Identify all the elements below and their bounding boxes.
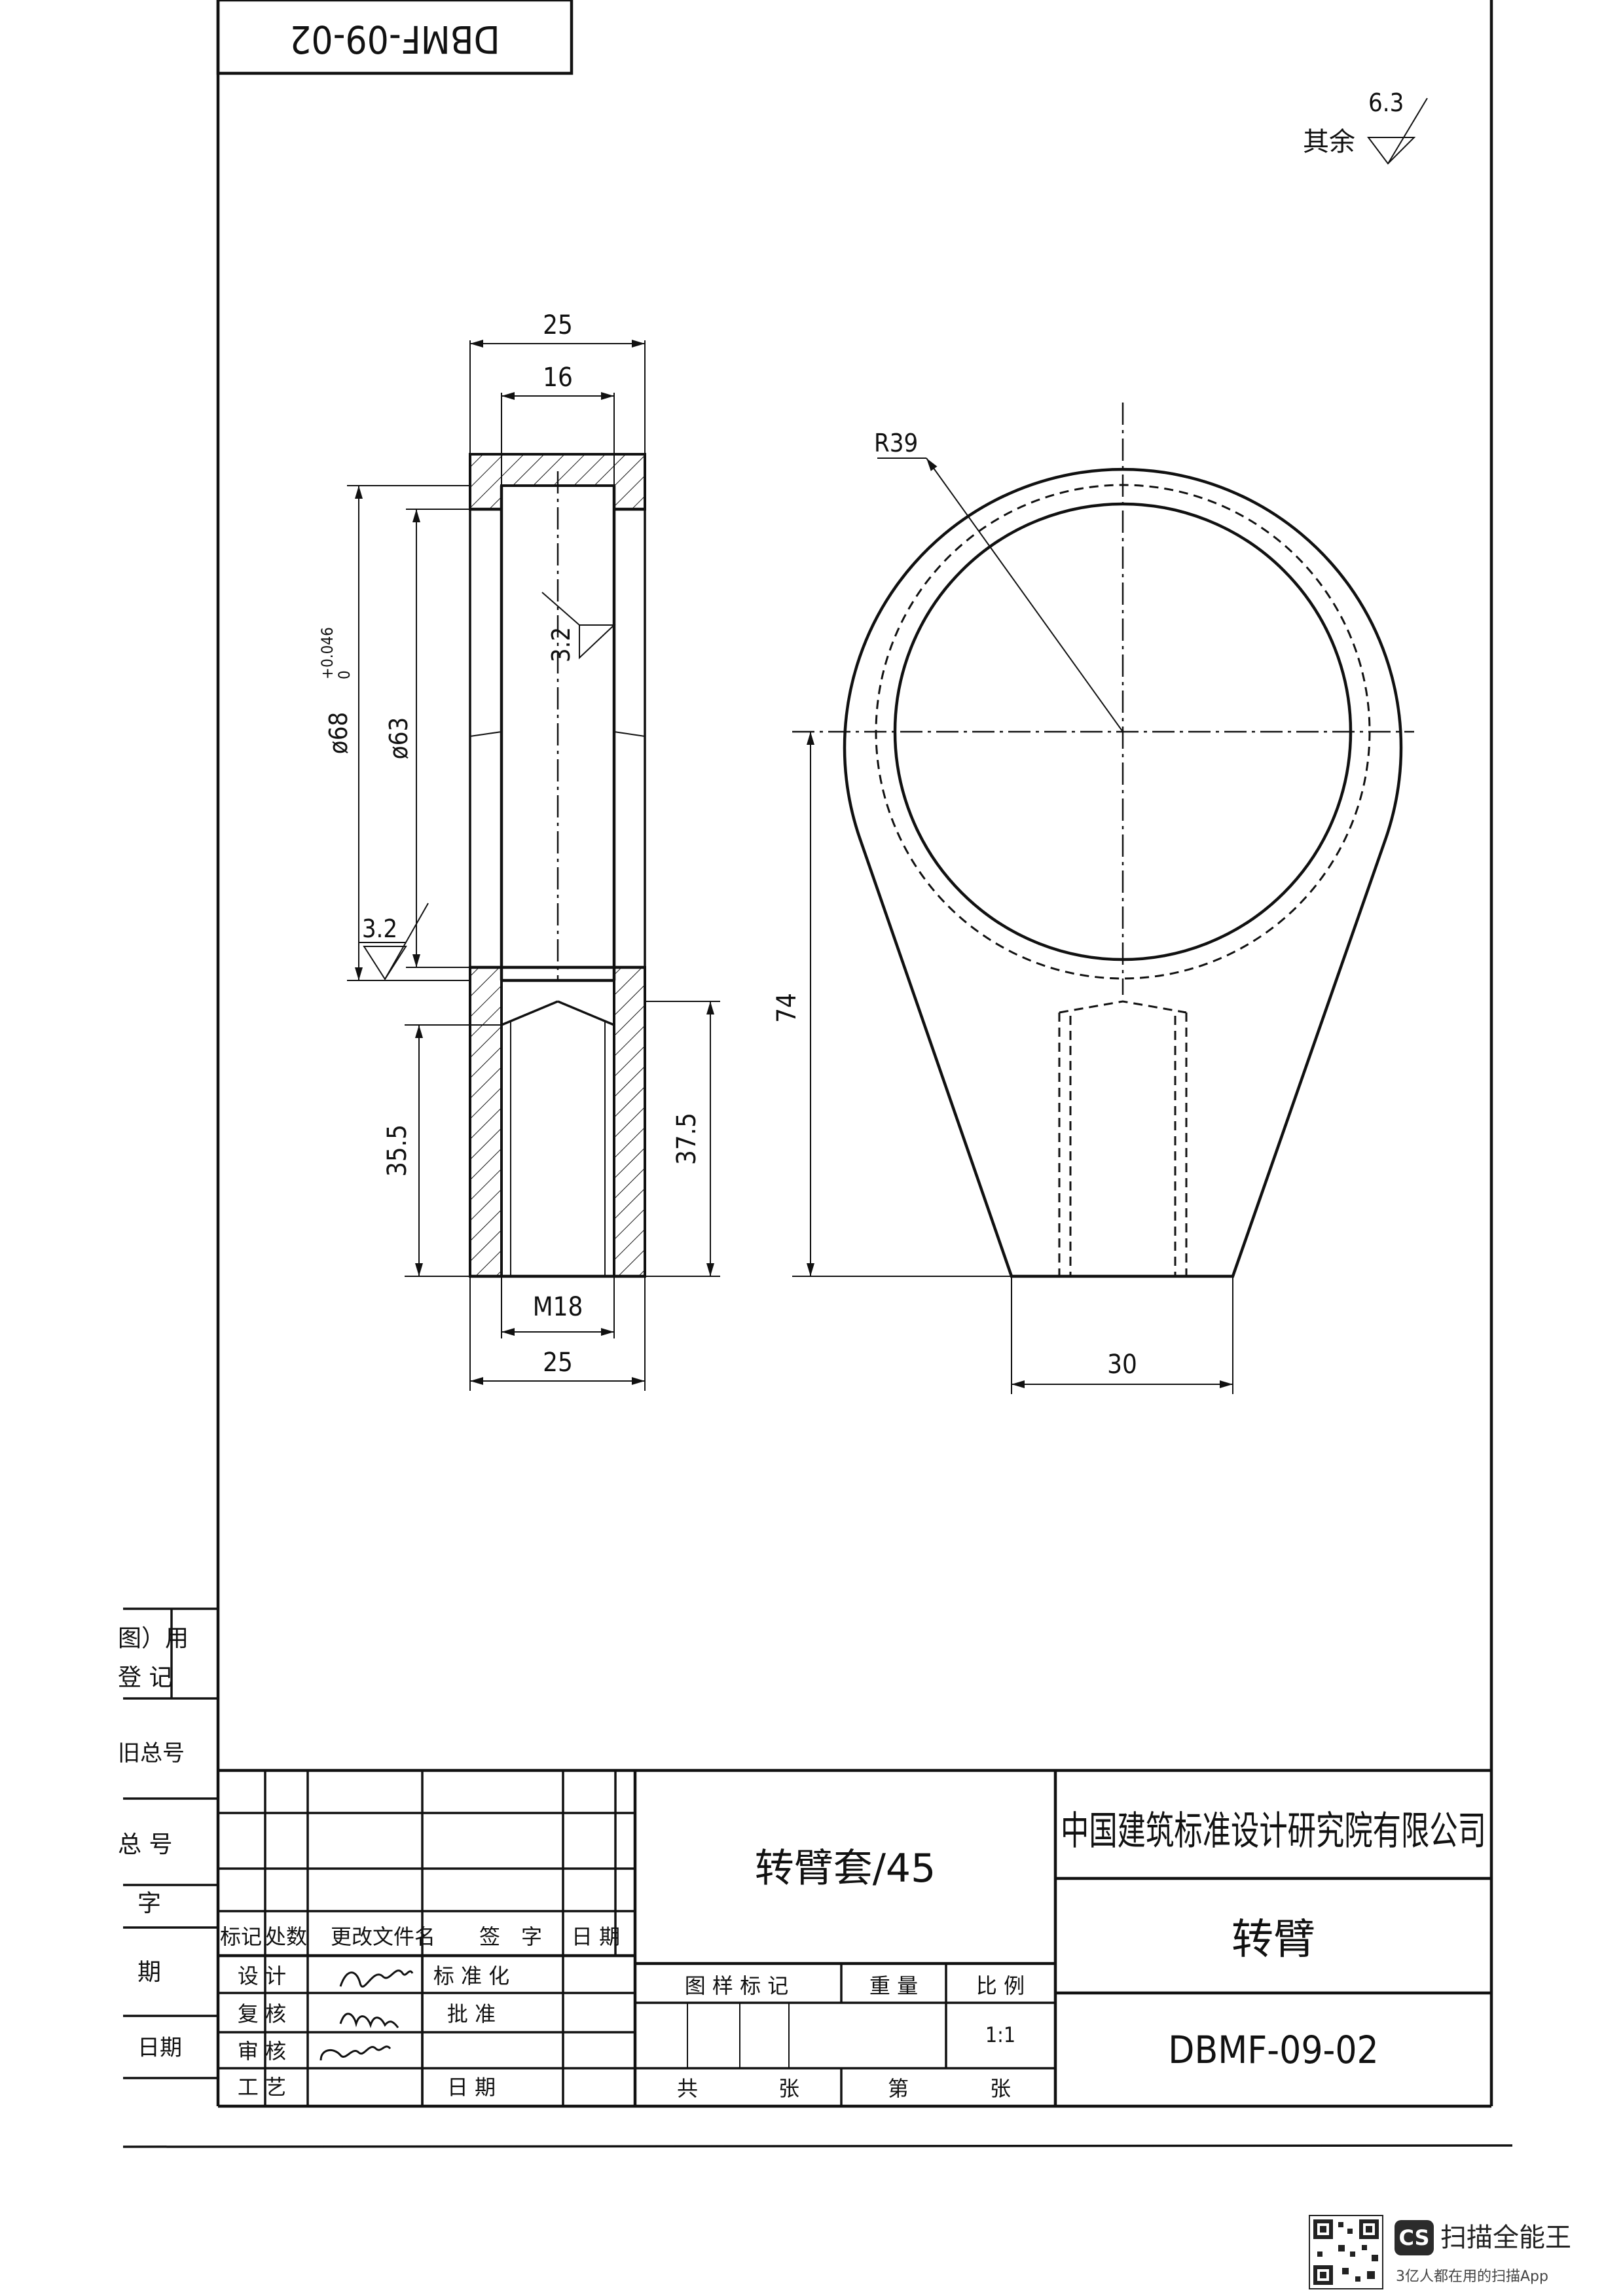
- strip-row5: 期: [137, 1959, 161, 1986]
- dim-outer-dia: ø68: [324, 712, 353, 754]
- roughness-outer-symbol: 3.2: [359, 903, 429, 980]
- mirrored-drawing-number: DBMF-09-02: [289, 17, 500, 62]
- sheet-border: [122, 0, 1513, 2148]
- section-hatch-lower-right: [613, 966, 646, 1278]
- role-process: 工 艺: [238, 2075, 286, 2100]
- dim-outer-dia-tol-upper: +0.046: [318, 627, 337, 679]
- label-standardization: 标 准 化: [433, 1964, 509, 1988]
- rev-header-date: 日 期: [572, 1924, 620, 1949]
- scale-value: 1:1: [985, 2022, 1015, 2047]
- signature-check: [339, 2013, 399, 2028]
- scanner-watermark: CS 扫描全能王 3亿人都在用的扫描App: [1309, 2215, 1571, 2289]
- label-date: 日 期: [447, 2075, 496, 2100]
- role-check: 复 核: [238, 2001, 286, 2026]
- rev-header-file: 更改文件名: [331, 1924, 435, 1949]
- dim-inner-dia: ø63: [384, 717, 413, 759]
- roughness-prefix-text: 其余: [1303, 127, 1355, 157]
- sheet-unit-2: 张: [990, 2076, 1011, 2101]
- section-hatch-lower-left: [469, 966, 503, 1278]
- dim-bottom: 25: [543, 1348, 573, 1378]
- part-name-material: 转臂套/45: [755, 1846, 936, 1892]
- front-outer-profile: [843, 467, 1403, 1278]
- sheet-unit-1: 张: [778, 2076, 799, 2101]
- mirrored-number-box: DBMF-09-02: [216, 0, 574, 75]
- section-view: 25 16 ø68 +0.046 0 ø63 3.2: [318, 310, 720, 1391]
- signature-review: [319, 2045, 392, 2061]
- dim-height: 74: [772, 993, 802, 1023]
- assembly-name: 转臂: [1231, 1916, 1315, 1964]
- dim-radius: R39: [874, 429, 918, 457]
- sheet-no-label: 第: [888, 2076, 909, 2101]
- rev-header-mark: 标记: [220, 1924, 262, 1949]
- roughness-value-text: 6.3: [1368, 88, 1404, 117]
- label-approve: 批 准: [447, 2001, 496, 2026]
- dim-thread: M18: [533, 1292, 583, 1322]
- cs-badge: [1395, 2220, 1434, 2255]
- cs-badge-text: CS: [1398, 2225, 1429, 2250]
- strip-row4: 字: [137, 1890, 161, 1917]
- scanner-tagline: 3亿人都在用的扫描App: [1396, 2269, 1548, 2285]
- strip-row1-line1: 图）用: [118, 1625, 189, 1652]
- strip-row3: 总 号: [118, 1831, 172, 1858]
- left-strip: 图）用 登 记 旧总号 总 号 字 期 日期: [118, 1607, 218, 2079]
- roughness-triangle-icon: [1367, 137, 1416, 165]
- dim-top-inner: 16: [543, 363, 573, 393]
- company-name: 中国建筑标准设计研究院有限公司: [1061, 1808, 1486, 1854]
- roughness-bore-symbol: 3.2: [541, 592, 616, 662]
- sheet-total-label: 共: [677, 2076, 698, 2101]
- drawing-number: DBMF-09-02: [1168, 2028, 1378, 2072]
- general-roughness-symbol: 其余 6.3: [1303, 88, 1428, 165]
- roughness-bore-value: 3.2: [547, 627, 575, 662]
- role-design: 设 计: [238, 1964, 286, 1988]
- rev-header-count: 处数: [265, 1924, 307, 1949]
- qr-code-icon: [1309, 2215, 1383, 2289]
- strip-row2: 旧总号: [118, 1740, 185, 1767]
- rev-header-sign: 签 字: [479, 1924, 542, 1949]
- dim-right-lower: 37.5: [672, 1113, 702, 1165]
- dim-top-outer: 25: [543, 310, 573, 340]
- scanner-brand: 扫描全能王: [1440, 2223, 1571, 2253]
- signature-design: [339, 1969, 414, 1988]
- role-review: 审 核: [238, 2039, 286, 2064]
- dim-outer-dia-tol-lower: 0: [335, 670, 354, 679]
- dim-base-width: 30: [1107, 1350, 1137, 1380]
- label-weight: 重 量: [869, 1973, 918, 1998]
- front-view: R39 74 30: [772, 403, 1414, 1394]
- strip-row1-line2: 登 记: [118, 1664, 172, 1691]
- label-drawing-mark: 图 样 标 记: [685, 1973, 789, 1998]
- dim-left-lower: 35.5: [382, 1124, 412, 1177]
- strip-row6: 日期: [137, 2035, 182, 2061]
- title-block: 标记 处数 更改文件名 签 字 日 期 设 计 复 核 审 核 工 艺 标 准 …: [218, 1768, 1491, 2108]
- roughness-outer-value: 3.2: [362, 914, 397, 943]
- label-scale: 比 例: [976, 1973, 1025, 1998]
